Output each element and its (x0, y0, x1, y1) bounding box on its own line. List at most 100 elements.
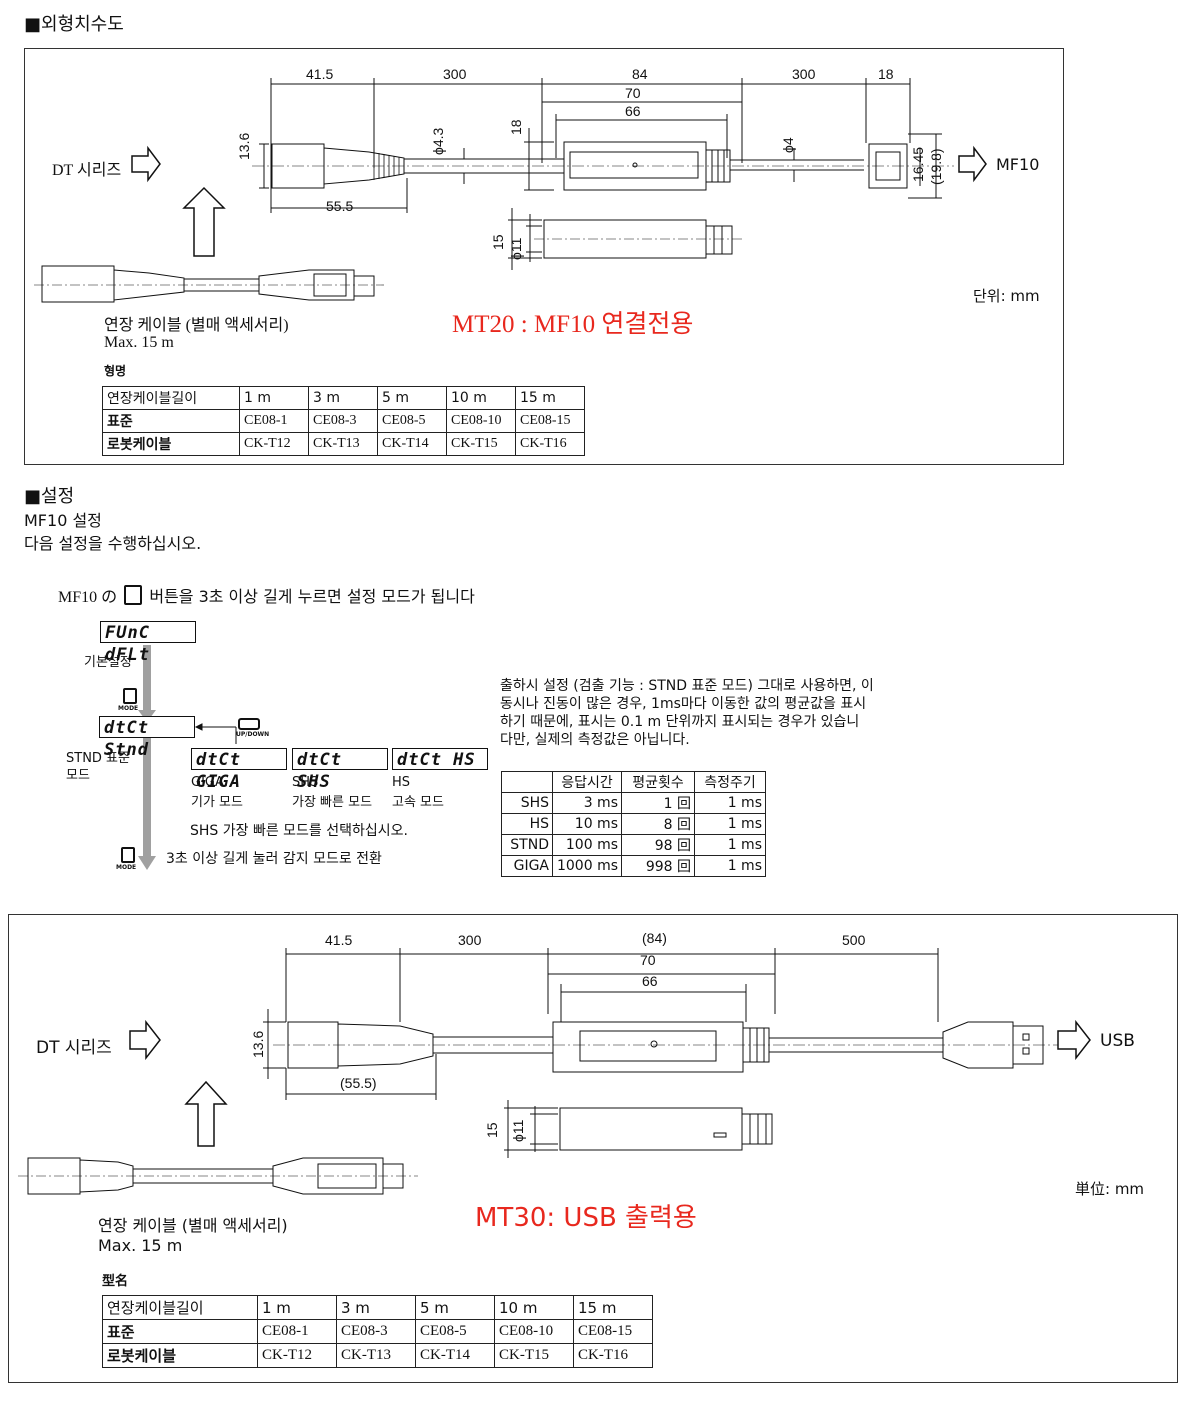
section-title-settings: ■설정 (24, 486, 75, 507)
table-cell: 연장케이블길이 (102, 1295, 258, 1320)
table-cell: 1000 ms (552, 855, 622, 877)
table-cell: CE08-3 (336, 1319, 416, 1344)
table-cell: 연장케이블길이 (102, 386, 240, 410)
mode-label-upper: MODE (118, 705, 139, 712)
mt30-dim-66: 66 (642, 973, 658, 989)
table-cell: 8 回 (621, 813, 695, 835)
factory-note-line: 다만, 실제의 측정값은 아닙니다. (500, 732, 690, 748)
lcd-giga-display: dtCt GIGA (191, 748, 287, 792)
mt30-dim-70: 70 (640, 952, 656, 968)
table-cell: CK-T12 (257, 1343, 337, 1368)
table-cell: 3 m (336, 1295, 416, 1320)
table-cell: 5 m (377, 386, 447, 410)
hs-caption-2: 고속 모드 (392, 795, 444, 810)
table-cell: 1 回 (621, 792, 695, 814)
table-row: GIGA 1000 ms 998 回 1 ms (501, 855, 766, 877)
giga-caption-1: GIGA (191, 775, 224, 790)
settings-line2: 다음 설정을 수행하십시오. (24, 534, 202, 553)
factory-note: 출하시 설정 (검출 기능 : STND 표준 모드) 그대로 사용하면, 이 … (500, 677, 874, 749)
table-cell: CE08-15 (515, 409, 585, 433)
table-cell: CE08-1 (257, 1319, 337, 1344)
stnd-caption-1: STND 표준 (66, 751, 130, 766)
table-cell: CK-T13 (308, 432, 378, 456)
giga-caption-2: 기가 모드 (191, 795, 243, 810)
table-row: 로봇케이블 CK-T12 CK-T13 CK-T14 CK-T15 CK-T16 (102, 432, 585, 456)
table-row: 표준 CE08-1 CE08-3 CE08-5 CE08-10 CE08-15 (102, 1319, 653, 1344)
mt20-drawing (34, 78, 987, 303)
mt20-dim-84: 84 (632, 66, 648, 82)
table-cell: 표준 (102, 409, 240, 433)
mt20-title: MT20 : MF10 연결전용 (452, 311, 694, 338)
table-cell: CE08-1 (239, 409, 309, 433)
bottom-note: 3초 이상 길게 눌러 감지 모드로 전환 (166, 851, 382, 867)
factory-note-line: 출하시 설정 (검출 기능 : STND 표준 모드) 그대로 사용하면, 이 (500, 678, 874, 694)
mt30-title: MT30: USB 출력용 (475, 1203, 697, 1233)
mt30-dim-84: (84) (642, 930, 667, 946)
table-cell: 10 m (446, 386, 516, 410)
mt20-dt-series-label: DT 시리즈 (52, 162, 122, 179)
table-cell: 15 m (515, 386, 585, 410)
settings-line1: MF10 설정 (24, 511, 102, 530)
lcd-dtct-display: dtCt Stnd (99, 716, 195, 760)
settings-intro: MF10 の 버튼을 3초 이상 길게 누르면 설정 모드가 됩니다 (58, 583, 475, 607)
table-cell: CE08-10 (494, 1319, 574, 1344)
table-cell: CK-T14 (377, 432, 447, 456)
mt30-model-heading: 型名 (102, 1274, 129, 1289)
table-cell: CK-T13 (336, 1343, 416, 1368)
table-cell: 10 ms (552, 813, 622, 835)
mt20-mf10-label: MF10 (996, 155, 1040, 174)
mt20-dim-41-5: 41.5 (306, 66, 334, 82)
table-cell: 평균횟수 (621, 771, 695, 793)
mt20-dim-55-5: 55.5 (326, 198, 354, 214)
factory-note-line: 동시나 진동이 많은 경우, 1ms마다 이동한 값의 평균값을 표시 (500, 696, 867, 712)
table-cell: 1 m (257, 1295, 337, 1320)
table-cell: CE08-3 (308, 409, 378, 433)
mt30-dim-13-6: 13.6 (250, 1030, 266, 1058)
table-cell: 98 回 (621, 834, 695, 856)
mt20-dim-16-45: 16.45 (910, 146, 926, 182)
mt30-unit: 単位: mm (1075, 1180, 1145, 1198)
table-cell: SHS (501, 792, 553, 814)
mt20-dim-300-b: 300 (792, 66, 816, 82)
response-table: 응답시간 평균횟수 측정주기 SHS 3 ms 1 回 1 ms HS 10 m… (501, 771, 766, 877)
table-cell: 1 ms (694, 792, 766, 814)
table-cell: CE08-15 (573, 1319, 653, 1344)
mt30-dim-500: 500 (842, 932, 866, 948)
mode-button-icon (124, 585, 143, 605)
table-cell: STND (501, 834, 553, 856)
mt30-usb-label: USB (1100, 1031, 1135, 1051)
lcd-hs-display: dtCt HS (392, 748, 488, 770)
mt30-cable-max: Max. 15 m (98, 1236, 183, 1255)
mt20-panel (24, 48, 1064, 465)
table-cell: CK-T14 (415, 1343, 495, 1368)
table-cell: CK-T15 (494, 1343, 574, 1368)
mt30-drawing (18, 948, 1091, 1195)
table-cell: CK-T12 (239, 432, 309, 456)
mt20-unit: 단위: mm (973, 287, 1040, 305)
mt30-dt-series-label: DT 시리즈 (36, 1038, 112, 1058)
updown-button-icon (238, 718, 260, 730)
table-cell: 측정주기 (694, 771, 766, 793)
factory-note-line: 하기 때문에, 표시는 0.1 m 단위까지 표시되는 경우가 있습니 (500, 714, 860, 730)
settings-intro-suffix: 버튼을 3초 이상 길게 누르면 설정 모드가 됩니다 (149, 587, 475, 606)
table-cell: CE08-5 (377, 409, 447, 433)
table-cell: 3 ms (552, 792, 622, 814)
table-cell: 5 m (415, 1295, 495, 1320)
mt20-model-heading: 형명 (104, 364, 127, 378)
mt20-dim-phi11: ϕ11 (508, 237, 524, 260)
mt20-dim-phi4: ϕ4 (780, 137, 796, 153)
table-cell (501, 771, 553, 793)
mt20-dim-phi4-3: ϕ4.3 (430, 127, 446, 155)
table-cell: 응답시간 (552, 771, 622, 793)
table-cell: CK-T16 (515, 432, 585, 456)
updown-label: UP/DOWN (236, 731, 270, 738)
table-cell: HS (501, 813, 553, 835)
mt30-panel (8, 914, 1178, 1383)
mt20-dim-66: 66 (625, 103, 641, 119)
table-row: 표준 CE08-1 CE08-3 CE08-5 CE08-10 CE08-15 (102, 409, 585, 433)
mt20-dim-15: 15 (490, 234, 506, 250)
table-row: SHS 3 ms 1 回 1 ms (501, 792, 766, 814)
table-cell: 10 m (494, 1295, 574, 1320)
settings-intro-prefix: MF10 の (58, 589, 118, 606)
table-cell: 1 ms (694, 855, 766, 877)
